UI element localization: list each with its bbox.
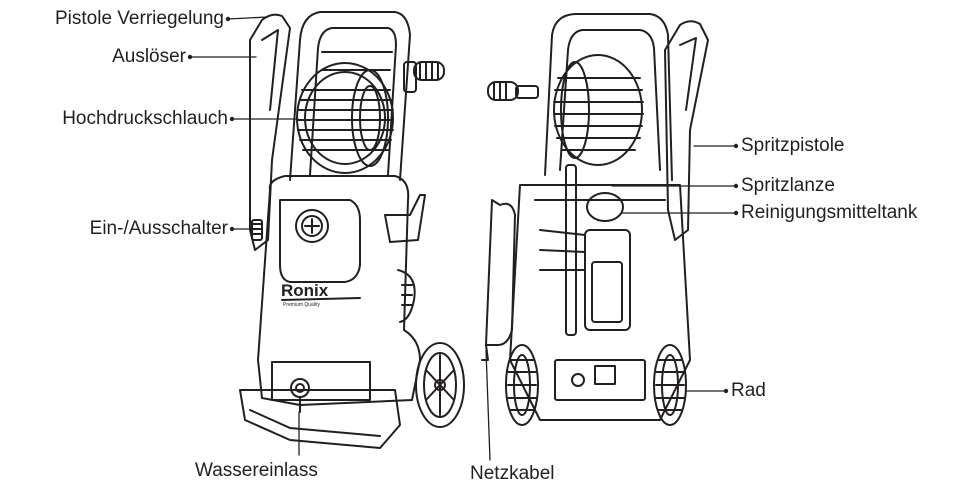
label-detergent-tank: Reinigungsmitteltank [741,202,918,223]
label-hose: Hochdruckschlauch [62,108,228,129]
rear-view-washer [481,13,709,426]
label-wheel: Rad [731,380,766,401]
front-view-washer [239,11,465,449]
label-spray-gun: Spritzpistole [741,135,845,156]
label-power-cord: Netzkabel [470,463,555,484]
brand-tagline: Premium Quality [283,302,320,308]
brand-logo: Ronix [281,281,329,300]
label-lance: Spritzlanze [741,175,835,196]
label-water-inlet: Wassereinlass [195,460,318,481]
leader-lines [189,16,737,461]
label-switch: Ein-/Ausschalter [89,218,228,239]
label-trigger-lock: Pistole Verriegelung [55,8,224,29]
leader-dots [187,16,739,394]
label-trigger: Auslöser [112,46,186,67]
